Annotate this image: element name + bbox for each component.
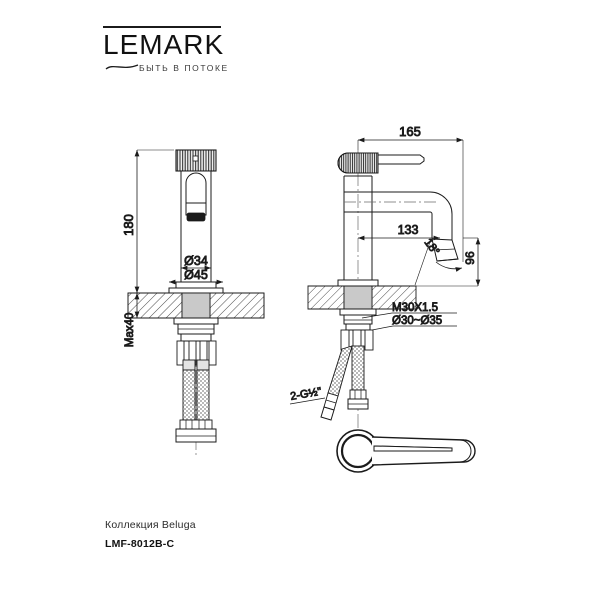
collection-name: Коллекция Beluga (105, 519, 196, 531)
dimension-reach-165: 165 (357, 124, 464, 262)
model-number: LMF-8012B-C (105, 538, 175, 550)
thread-spec-label: M30X1.5 (392, 302, 438, 314)
hose-thread-label: 2-G½" (289, 386, 322, 403)
brand-tagline: БЫТЬ В ПОТОКЕ (139, 63, 229, 73)
dimension-label-height: 180 (121, 214, 136, 236)
brand-logo: LEMARK БЫТЬ В ПОТОКЕ (103, 26, 233, 73)
side-mounting-hardware (339, 308, 377, 331)
front-base-flange (168, 281, 224, 294)
side-countertop (307, 285, 417, 310)
front-top-cap (175, 149, 217, 172)
front-countertop (127, 292, 265, 319)
hose-thread-callout: 2-G½" (289, 385, 326, 405)
dimension-diameter-34: Ø34 (181, 254, 211, 271)
front-spout-outline (185, 172, 207, 222)
caption-block: Коллекция Beluga LMF-8012B-C (105, 518, 196, 552)
dimension-label-d45: Ø45 (184, 268, 208, 282)
handle-top-view (336, 429, 476, 473)
thread-callout: M30X1.5 Ø30~Ø35 (361, 302, 457, 331)
dimension-label-deck: Max40 (124, 313, 136, 348)
dimension-deck-max40: Max40 (124, 293, 140, 348)
side-body (343, 175, 373, 293)
brand-name: LEMARK (103, 29, 225, 60)
dimension-label-d34: Ø34 (184, 254, 208, 268)
front-view: 180 Max40 Ø34 Ø45 (121, 149, 265, 455)
side-view: 165 133 96 18° (289, 124, 481, 430)
dimension-reach-133: 133 (358, 223, 440, 241)
dimension-height-180: 180 (121, 149, 174, 294)
dimension-label-165: 165 (399, 124, 421, 139)
side-lever-handle[interactable] (337, 152, 425, 174)
wave-swoosh-icon (105, 64, 139, 70)
logo-rule-icon (103, 26, 221, 28)
front-mounting-hardware (173, 317, 219, 342)
dimension-label-96: 96 (463, 251, 477, 265)
side-hose-vertical (347, 345, 369, 410)
side-base-flange (337, 279, 379, 287)
hole-diameter-label: Ø30~Ø35 (392, 315, 442, 327)
side-hose-angled (320, 345, 353, 421)
front-fixing-legs (176, 340, 217, 366)
front-hose-nut (175, 419, 217, 443)
dimension-diameter-45: Ø45 (169, 268, 223, 285)
side-spout (344, 191, 459, 262)
dimension-height-96: 96 (416, 237, 481, 287)
dimension-label-133: 133 (398, 223, 419, 237)
